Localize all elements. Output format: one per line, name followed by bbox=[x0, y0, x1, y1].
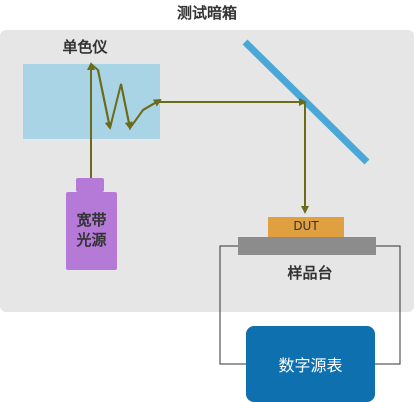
diagram-title: 测试暗箱 bbox=[176, 4, 237, 22]
light-source-cap bbox=[76, 178, 104, 192]
dut-box bbox=[268, 217, 344, 238]
light-source-label: 宽带 光源 bbox=[66, 210, 117, 250]
dut-label: DUT bbox=[293, 219, 319, 233]
source-meter-label: 数字源表 bbox=[278, 356, 343, 375]
light-source-label-line1: 宽带 bbox=[76, 211, 107, 229]
beam-zigzag bbox=[90, 63, 161, 131]
sample-stage-bar bbox=[238, 237, 376, 255]
beam-zigzag-arrow-1 bbox=[97, 69, 113, 130]
wire-left bbox=[219, 245, 246, 365]
light-source-box bbox=[66, 192, 117, 270]
sample-stage-label: 样品台 bbox=[287, 264, 333, 282]
light-source-label-line2: 光源 bbox=[76, 231, 107, 249]
beam-zigzag-arrow-2 bbox=[120, 83, 133, 130]
monochromator-label: 单色仪 bbox=[62, 38, 108, 56]
wire-right bbox=[375, 245, 401, 365]
beam-zigzag-arrow-3 bbox=[142, 98, 162, 111]
source-meter-box bbox=[246, 326, 375, 402]
